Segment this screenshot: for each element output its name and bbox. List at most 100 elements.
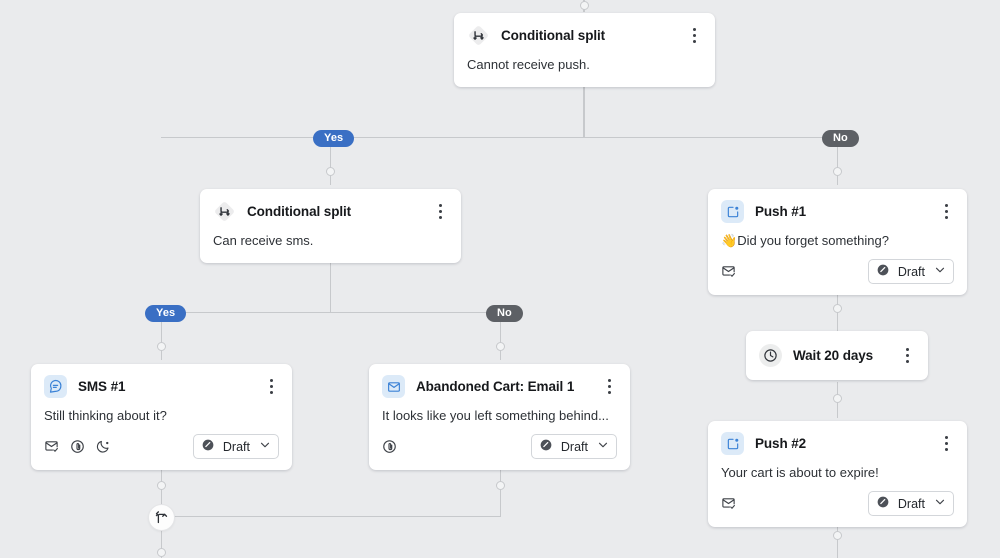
connector-line — [499, 464, 501, 517]
node-footer-icons — [721, 496, 736, 511]
node-header: Push #2 — [708, 421, 967, 464]
node-footer-icons — [44, 439, 111, 454]
status-label: Draft — [897, 264, 925, 279]
node-header: Wait 20 days — [746, 331, 928, 380]
connector-handle[interactable] — [833, 167, 843, 176]
status-dropdown[interactable]: Draft — [867, 259, 954, 284]
connector-line — [583, 86, 585, 138]
envelope-icon — [382, 375, 405, 398]
node-footer: Draft — [369, 425, 630, 470]
kebab-menu-icon[interactable] — [601, 378, 617, 396]
node-push-2[interactable]: Push #2 Your cart is about to expire! — [708, 421, 967, 527]
link-attachment-icon — [382, 439, 397, 454]
connector-line — [330, 137, 332, 185]
connector-line — [837, 522, 839, 558]
status-label: Draft — [560, 439, 588, 454]
connector-handle[interactable] — [157, 481, 167, 490]
connector-line — [161, 137, 838, 139]
quiet-hours-moon-icon — [96, 439, 111, 454]
connector-handle[interactable] — [495, 342, 505, 351]
envelope-check-icon — [721, 264, 736, 279]
node-footer: Draft — [708, 482, 967, 527]
connector-handle[interactable] — [157, 342, 167, 351]
branch-badge-yes[interactable]: Yes — [145, 305, 187, 322]
link-attachment-icon — [70, 439, 85, 454]
node-title: Conditional split — [501, 28, 606, 43]
connector-line — [174, 516, 500, 518]
node-title: Conditional split — [247, 204, 352, 219]
node-body: Still thinking about it? — [44, 408, 167, 423]
node-footer: Draft — [708, 250, 967, 295]
kebab-menu-icon[interactable] — [432, 203, 448, 221]
draft-slash-icon — [876, 495, 890, 512]
branch-badge-yes[interactable]: Yes — [313, 130, 355, 147]
kebab-menu-icon[interactable] — [938, 435, 954, 453]
node-title: Abandoned Cart: Email 1 — [416, 379, 575, 394]
connector-line — [161, 312, 163, 360]
kebab-menu-icon[interactable] — [263, 378, 279, 396]
kebab-menu-icon[interactable] — [686, 27, 702, 45]
node-sms-1[interactable]: SMS #1 Still thinking about it? — [31, 364, 292, 470]
node-title: Wait 20 days — [793, 348, 874, 363]
status-label: Draft — [897, 496, 925, 511]
connector-line — [499, 312, 501, 360]
split-diamond-icon — [213, 200, 236, 223]
branch-badge-no[interactable]: No — [822, 130, 859, 147]
chevron-down-icon — [259, 439, 271, 454]
connector-handle[interactable] — [579, 1, 589, 10]
connector-handle[interactable] — [157, 548, 167, 557]
chevron-down-icon — [597, 439, 609, 454]
connector-handle[interactable] — [833, 304, 843, 313]
node-conditional-split-sms[interactable]: Conditional split Can receive sms. — [200, 189, 461, 263]
clock-icon — [759, 344, 782, 367]
node-title: SMS #1 — [78, 379, 126, 394]
node-wait-20-days[interactable]: Wait 20 days — [746, 331, 928, 380]
connector-line — [837, 137, 839, 185]
sms-bubble-icon — [44, 375, 67, 398]
node-body: It looks like you left something behind.… — [382, 408, 609, 423]
push-notification-icon — [721, 200, 744, 223]
node-conditional-split-push[interactable]: Conditional split Cannot receive push. — [454, 13, 715, 87]
node-push-1[interactable]: Push #1 👋Did you forget something? — [708, 189, 967, 295]
node-body-text: Did you forget something? — [737, 233, 889, 248]
node-header: Conditional split — [200, 189, 461, 232]
merge-node[interactable] — [148, 504, 175, 531]
connector-line — [161, 312, 500, 314]
node-header: Abandoned Cart: Email 1 — [369, 364, 630, 407]
kebab-menu-icon[interactable] — [938, 203, 954, 221]
node-body: Cannot receive push. — [467, 57, 590, 72]
merge-paths-icon — [155, 511, 168, 524]
envelope-check-icon — [721, 496, 736, 511]
draft-slash-icon — [876, 263, 890, 280]
node-header: SMS #1 — [31, 364, 292, 407]
wave-emoji: 👋 — [721, 233, 738, 248]
node-body: 👋Did you forget something? — [708, 232, 967, 250]
chevron-down-icon — [934, 496, 946, 511]
kebab-menu-icon[interactable] — [899, 347, 915, 365]
connector-handle[interactable] — [326, 167, 336, 176]
split-diamond-icon — [467, 24, 490, 47]
connector-line — [330, 261, 332, 313]
node-title: Push #1 — [755, 204, 807, 219]
status-dropdown[interactable]: Draft — [530, 434, 617, 459]
chevron-down-icon — [934, 264, 946, 279]
status-dropdown[interactable]: Draft — [192, 434, 279, 459]
draft-slash-icon — [539, 438, 553, 455]
node-footer: Draft — [31, 425, 292, 470]
push-notification-icon — [721, 432, 744, 455]
connector-handle[interactable] — [833, 531, 843, 540]
node-title: Push #2 — [755, 436, 807, 451]
connector-handle[interactable] — [833, 394, 843, 403]
status-label: Draft — [222, 439, 250, 454]
node-footer-icons — [721, 264, 736, 279]
status-dropdown[interactable]: Draft — [867, 491, 954, 516]
branch-badge-no[interactable]: No — [486, 305, 523, 322]
node-header: Conditional split — [454, 13, 715, 56]
node-footer-icons — [382, 439, 397, 454]
node-body: Can receive sms. — [213, 233, 314, 248]
connector-handle[interactable] — [495, 481, 505, 490]
node-abandoned-cart-email-1[interactable]: Abandoned Cart: Email 1 It looks like yo… — [369, 364, 630, 470]
node-header: Push #1 — [708, 189, 967, 232]
node-body: Your cart is about to expire! — [721, 465, 879, 480]
